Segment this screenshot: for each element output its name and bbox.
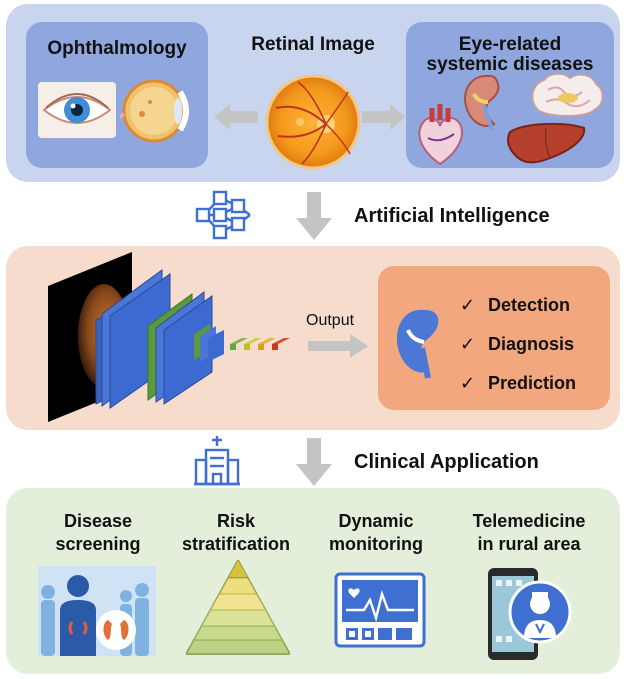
ophthalmology-title: Ophthalmology — [47, 38, 187, 59]
arrow-down-2-icon — [296, 438, 332, 486]
arrow-right-icon — [362, 104, 406, 130]
application-telemedicine: Telemedicine in rural area — [472, 511, 586, 554]
neural-network-icon — [195, 190, 251, 240]
application-risk-stratification: Risk stratification — [181, 511, 291, 554]
retinal-image-title: Retinal Image — [251, 34, 375, 55]
clinical-application-label: Clinical Application — [354, 451, 539, 473]
kidney-output-icon — [397, 309, 439, 379]
monitor-ecg-icon — [334, 572, 426, 648]
systemic-diseases-title-line1: Eye-related — [458, 34, 562, 55]
output-item-detection: ✓Detection — [460, 295, 571, 315]
liver-icon — [507, 122, 586, 164]
kidney-icon — [464, 74, 500, 131]
ai-label: Artificial Intelligence — [354, 205, 550, 227]
heart-icon — [418, 104, 463, 166]
eye-icon — [38, 82, 116, 138]
cnn-layers-icon — [48, 252, 290, 422]
smartphone-doctor-icon — [488, 568, 572, 660]
output-label: Output — [306, 312, 355, 329]
application-dynamic-monitoring: Dynamic monitoring — [329, 511, 423, 554]
application-disease-screening: Disease screening — [55, 511, 141, 554]
hospital-icon — [194, 436, 240, 486]
retina-icon — [265, 74, 361, 170]
systemic-diseases-title-line2: systemic diseases — [426, 54, 594, 75]
output-arrow-icon — [308, 334, 368, 358]
brain-icon — [531, 72, 604, 117]
eyeball-cross-section-icon — [120, 79, 189, 143]
output-item-diagnosis: ✓Diagnosis — [460, 334, 575, 354]
risk-pyramid-icon — [186, 560, 290, 655]
population-screening-icon — [38, 566, 156, 656]
arrow-down-icon — [296, 192, 332, 240]
output-item-prediction: ✓Prediction — [460, 373, 577, 393]
arrow-left-icon — [214, 104, 258, 130]
